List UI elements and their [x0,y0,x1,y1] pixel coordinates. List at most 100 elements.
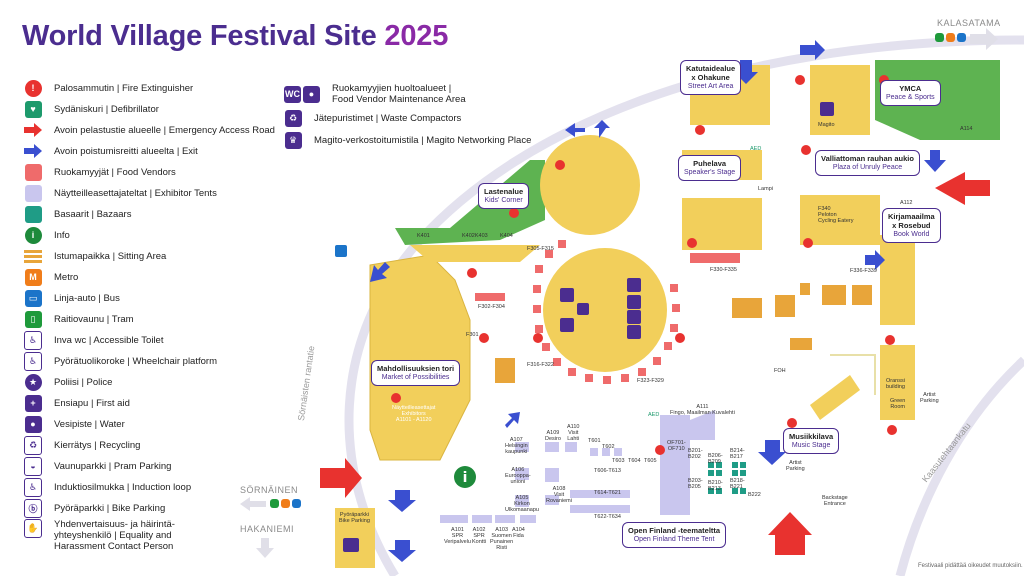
legend-item-metro: M Metro [24,267,78,287]
legend-item-food-vendors: Ruokamyyjät | Food Vendors [24,162,176,182]
legend-label: Raitiovaunu | Tram [54,313,134,325]
legend-label: Info [54,229,70,241]
legend-label: Linja-auto | Bus [54,292,120,304]
legend-item-tram: ▯ Raitiovaunu | Tram [24,309,134,329]
code-lampi: Lampi [758,186,773,192]
service-icons [560,102,834,339]
legend-label: Pyörätuolikoroke | Wheelchair platform [54,355,217,367]
sitting-areas [495,283,872,383]
code-foh: FOH [774,368,786,374]
legend-item-info: i Info [24,225,70,245]
legend-label: Avoin poistumisreitti alueelta | Exit [54,145,198,157]
metro-icon [946,33,955,42]
legend-label: Yhdenvertaisuus- ja häirintä-yhteyshenki… [54,519,175,552]
legend-label: Istumapaikka | Sitting Area [54,250,167,262]
code-b214: B214-B217 [730,448,745,460]
legend2-item-compactors: ♻ Jätepuristimet | Waste Compactors [284,108,461,128]
defibrillator-icon: ♥ [24,100,42,118]
center-circle-area [543,248,667,372]
code-b203: B203-B205 [688,478,703,490]
bazaar-swatch [24,205,42,223]
emergency-arrows [320,172,990,555]
legend-item-sitting-area: Istumapaikka | Sitting Area [24,246,166,266]
sornainen-transit [270,499,301,508]
legend-item-equality: ✋ Yhdenvertaisuus- ja häirintä-yhteyshen… [24,518,175,557]
code-t601: T601 [588,438,601,444]
code-a112: A112 [900,200,913,206]
exhibitor-tents [440,442,630,523]
legend-item-exit: Avoin poistumisreitti alueelta | Exit [24,141,198,161]
kids-green-area [395,160,545,245]
code-t606: T606-T613 [594,468,621,474]
code-f301: F301 [466,332,479,338]
food-vendor-stalls [475,240,740,384]
code-t603: T603 [612,458,625,464]
legend-label: Näytteilleasettajateltat | Exhibitor Ten… [54,187,217,199]
wc-water-icon: WC● [284,85,320,103]
legend-item-bus: ▭ Linja-auto | Bus [24,288,120,308]
code-f330: F330-F335 [710,267,737,273]
legend-item-defibrillator: ♥ Sydäniskuri | Defibrillator [24,99,159,119]
legend-label: Pyöräparkki | Bike Parking [54,502,166,514]
code-k402: K402K403 [462,233,488,239]
code-t622: T622-T634 [594,514,621,520]
code-t604: T604 [628,458,641,464]
food-vendor-swatch [24,163,42,181]
legend-label: Magito-verkostoitumistila | Magito Netwo… [314,134,532,146]
code-a114: A114 [960,126,973,132]
legend-label: Ruokamyyjät | Food Vendors [54,166,176,178]
code-t602: T602 [602,444,615,450]
info-icon: i [24,226,42,244]
code-t614: T614-T621 [594,490,621,496]
kalasatama-arrow-icon [970,28,998,50]
legend-item-fire-extinguisher: ! Palosammutin | Fire Extinguisher [24,78,193,98]
orange-building-block [880,345,915,420]
sornainen-label: SÖRNÄINEN [240,485,299,495]
tram-icon: ▯ [24,310,42,328]
legend-item-pram: ◒ Vaunuparkki | Pram Parking [24,456,171,476]
code-b218: B218-B221 [730,478,745,490]
bazaar-blocks [708,462,746,494]
code-f316: F316-F322 [527,362,554,368]
code-of701: OF701-OF710 [667,440,686,452]
code-b222: B222 [748,492,761,498]
info-point [454,466,476,488]
tram-icon [270,499,279,508]
bus-icon: ▭ [24,289,42,307]
waste-compactor-icon: ♻ [284,109,302,127]
water-icon: ● [24,415,42,433]
metro-icon: M [24,268,42,286]
legend-label: Vaunuparkki | Pram Parking [54,460,172,472]
title-year: 2025 [384,20,449,52]
wheelchair-icon: ♿ [24,351,42,371]
legend-label: Ensiapu | First aid [54,397,130,409]
sornainen-arrow-icon [240,497,266,511]
legend-item-wheelchair: ♿ Pyörätuolikoroke | Wheelchair platform [24,351,217,371]
bus-icon [957,33,966,42]
code-t605: T605 [644,458,657,464]
footer-note: Festivaali pidättää oikeudet muutoksiin. [918,563,1023,569]
bike-icon: ⓑ [24,498,42,518]
a111-tent [690,410,715,440]
